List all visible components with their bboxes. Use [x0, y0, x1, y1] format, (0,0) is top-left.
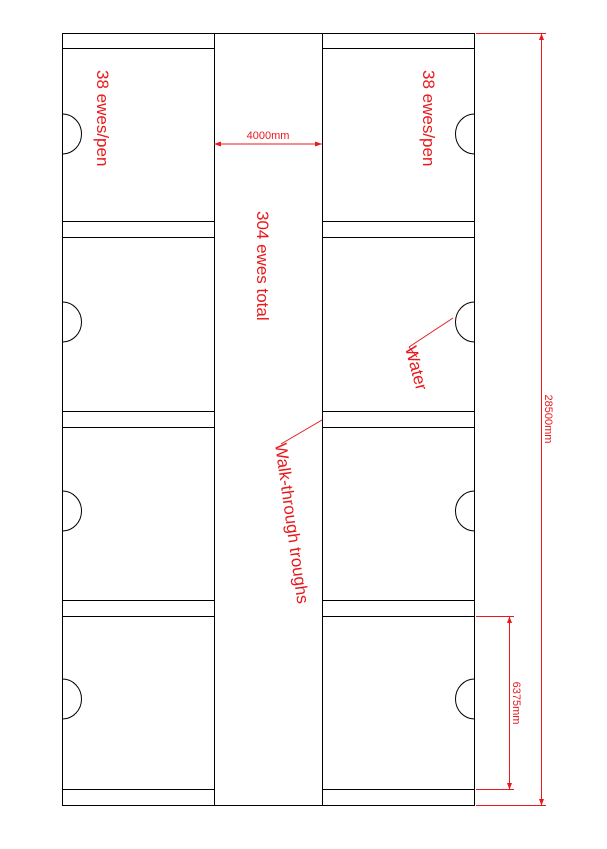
water-trough-icon — [455, 490, 475, 532]
pen-capacity-label-right: 38 ewes/pen — [419, 70, 438, 166]
water-trough-icon — [62, 678, 82, 720]
water-trough-icon — [455, 113, 475, 155]
troughs-callout: Walk-through troughs — [271, 419, 323, 605]
alley-width-label: 4000mm — [247, 130, 290, 142]
total-length-label: 28500mm — [542, 395, 554, 444]
right-troughs — [322, 48, 474, 790]
total-ewes-label: 304 ewes total — [253, 211, 272, 321]
left-water-troughs — [62, 113, 82, 720]
pen-length-dimension: 6375mm — [476, 616, 522, 790]
water-trough-icon — [62, 301, 82, 343]
water-trough-icon — [62, 490, 82, 532]
water-trough-icon — [62, 113, 82, 155]
water-callout: Water — [401, 317, 454, 393]
total-length-dimension: 28500mm — [476, 33, 554, 806]
water-label: Water — [401, 344, 431, 392]
water-trough-icon — [455, 301, 475, 343]
troughs-label: Walk-through troughs — [271, 442, 312, 605]
right-water-troughs — [455, 113, 475, 720]
left-troughs — [62, 48, 214, 790]
pen-length-label: 6375mm — [510, 682, 522, 725]
alley-width-dimension: 4000mm — [214, 130, 322, 147]
pen-capacity-label-left: 38 ewes/pen — [93, 70, 112, 166]
water-trough-icon — [455, 678, 475, 720]
yard-outline — [62, 33, 475, 806]
